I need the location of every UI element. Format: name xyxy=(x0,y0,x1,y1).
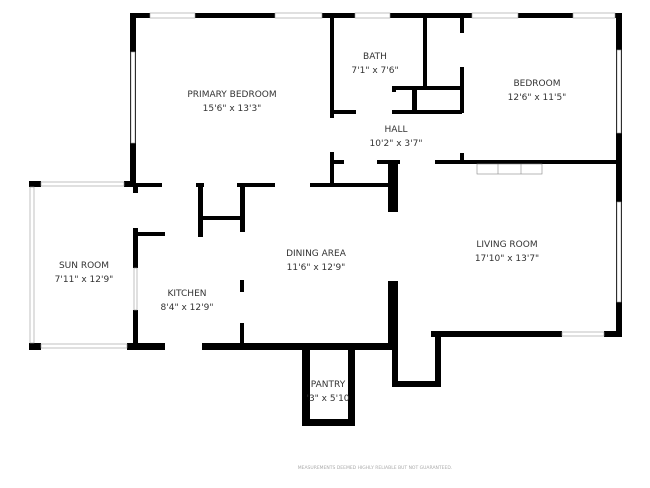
room-name: HALL xyxy=(384,125,408,135)
room-name: BATH xyxy=(363,52,387,62)
room-size: '3" x 5'10 xyxy=(306,394,350,404)
walls xyxy=(29,13,622,426)
room-hall: HALL 10'2" x 3'7" xyxy=(370,123,423,151)
windows xyxy=(29,12,622,349)
room-name: LIVING ROOM xyxy=(476,240,538,250)
room-size: 12'6" x 11'5" xyxy=(507,93,567,103)
room-size: 11'6" x 12'9" xyxy=(286,263,346,273)
room-size: 8'4" x 12'9" xyxy=(160,303,214,313)
room-primary-bedroom: PRIMARY BEDROOM 15'6" x 13'3" xyxy=(187,88,276,116)
room-name: PANTRY xyxy=(310,380,346,390)
room-name: BEDROOM xyxy=(513,79,561,89)
room-size: 10'2" x 3'7" xyxy=(369,139,423,149)
room-size: 7'11" x 12'9" xyxy=(54,275,114,285)
disclaimer-footer: MEASUREMENTS DEEMED HIGHLY RELIABLE BUT … xyxy=(297,466,453,471)
room-name: KITCHEN xyxy=(167,289,207,299)
room-pantry: PANTRY '3" x 5'10 xyxy=(306,378,349,406)
room-size: 15'6" x 13'3" xyxy=(202,104,262,114)
room-name: DINING AREA xyxy=(286,249,346,259)
room-name: PRIMARY BEDROOM xyxy=(187,90,277,100)
room-bath: BATH 7'1" x 7'6" xyxy=(351,50,398,78)
room-living-room: LIVING ROOM 17'10" x 13'7" xyxy=(475,238,539,266)
room-dining-area: DINING AREA 11'6" x 12'9" xyxy=(286,247,346,275)
fireplace-hearth xyxy=(476,163,543,175)
room-kitchen: KITCHEN 8'4" x 12'9" xyxy=(161,287,214,315)
room-size: 7'1" x 7'6" xyxy=(351,66,399,76)
room-name: SUN ROOM xyxy=(58,261,110,271)
room-sun-room: SUN ROOM 7'11" x 12'9" xyxy=(55,259,114,287)
room-bedroom: BEDROOM 12'6" x 11'5" xyxy=(508,77,567,105)
room-size: 17'10" x 13'7" xyxy=(474,254,540,264)
